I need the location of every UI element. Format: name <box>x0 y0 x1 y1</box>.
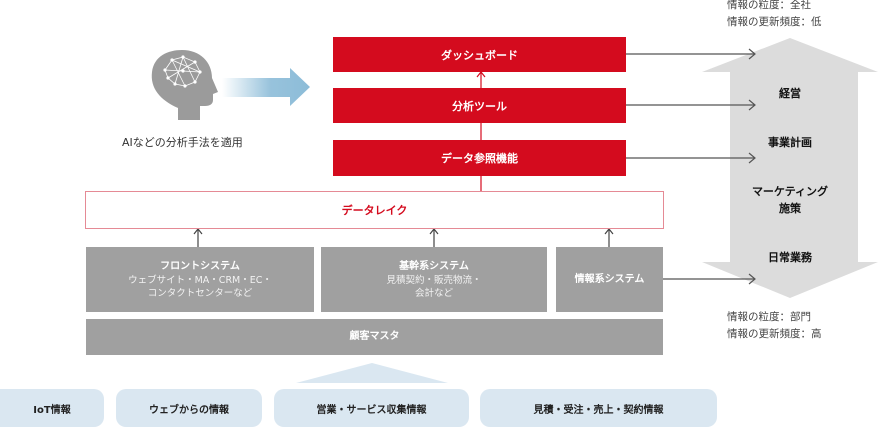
data-reference-label: データ参照機能 <box>441 152 518 165</box>
bottom-note-granularity: 情報の粒度：部門 <box>727 311 811 323</box>
core-to-lake-arrowhead <box>429 228 439 235</box>
info-to-lake-arrowhead <box>604 228 614 235</box>
analysis-to-dashboard-arrowhead <box>476 71 486 78</box>
analysis-output-arrowhead <box>748 99 756 111</box>
top-note: 情報の粒度：全社 情報の更新頻度：低 <box>727 0 822 31</box>
core-system-title: 基幹系システム <box>399 260 469 272</box>
customer-master-box[interactable]: 顧客マスタ <box>86 319 663 355</box>
core-system-sub-1: 見積契約・販売物流・ <box>386 274 482 286</box>
data-lake-label: データレイク <box>341 204 408 217</box>
front-to-lake-arrowhead <box>193 228 203 235</box>
front-system-title: フロントシステム <box>160 260 240 272</box>
info-system-title: 情報系システム <box>574 273 645 285</box>
head-brain-network-icon <box>151 50 218 120</box>
source-iot-label: IoT情報 <box>33 404 71 416</box>
stage-business-plan: 事業計画 <box>768 136 812 149</box>
core-system-box[interactable]: 基幹系システム 見積契約・販売物流・ 会計など <box>321 247 547 312</box>
front-system-sub-2: コンタクトセンターなど <box>147 287 253 299</box>
bottom-note-frequency: 情報の更新頻度：高 <box>727 328 822 340</box>
top-note-granularity: 情報の粒度：全社 <box>727 0 811 11</box>
source-sales-service-label: 営業・サービス収集情報 <box>316 404 427 416</box>
top-note-frequency: 情報の更新頻度：低 <box>727 16 822 28</box>
bottom-note: 情報の粒度：部門 情報の更新頻度：高 <box>727 309 822 343</box>
stage-marketing: マーケティング 施策 <box>751 185 829 215</box>
source-sales-service[interactable]: 営業・サービス収集情報 <box>274 389 469 427</box>
customer-master-label: 顧客マスタ <box>349 331 400 342</box>
info-system-output-arrowhead <box>748 273 756 285</box>
source-iot[interactable]: IoT情報 <box>0 389 104 427</box>
source-web[interactable]: ウェブからの情報 <box>116 389 262 427</box>
stage-daily-ops: 日常業務 <box>768 251 812 264</box>
source-quote-order[interactable]: 見積・受注・売上・契約情報 <box>480 389 717 427</box>
data-reference-box[interactable]: データ参照機能 <box>333 140 626 176</box>
ai-method-label: AIなどの分析手法を適用 <box>122 136 243 149</box>
dashboard-box[interactable]: ダッシュボード <box>333 37 626 72</box>
dashboard-label: ダッシュボード <box>441 48 518 62</box>
front-system-box[interactable]: フロントシステム ウェブサイト・MA・CRM・EC・ コンタクトセンターなど <box>86 247 314 312</box>
info-system-box[interactable]: 情報系システム <box>556 247 663 312</box>
front-system-sub-1: ウェブサイト・MA・CRM・EC・ <box>128 274 272 286</box>
core-system-sub-2: 会計など <box>414 287 453 299</box>
dashboard-output-arrowhead <box>748 48 756 60</box>
stage-management: 経営 <box>779 87 801 100</box>
source-web-label: ウェブからの情報 <box>149 404 229 416</box>
data-lake-box[interactable]: データレイク <box>85 191 664 229</box>
sources-funnel <box>296 363 448 383</box>
level-double-arrow <box>702 38 878 298</box>
ai-arrow <box>222 68 310 106</box>
analysis-tool-box[interactable]: 分析ツール <box>333 88 626 123</box>
analysis-tool-label: 分析ツール <box>452 99 507 113</box>
source-quote-order-label: 見積・受注・売上・契約情報 <box>533 404 664 416</box>
reference-output-arrowhead <box>748 152 756 164</box>
